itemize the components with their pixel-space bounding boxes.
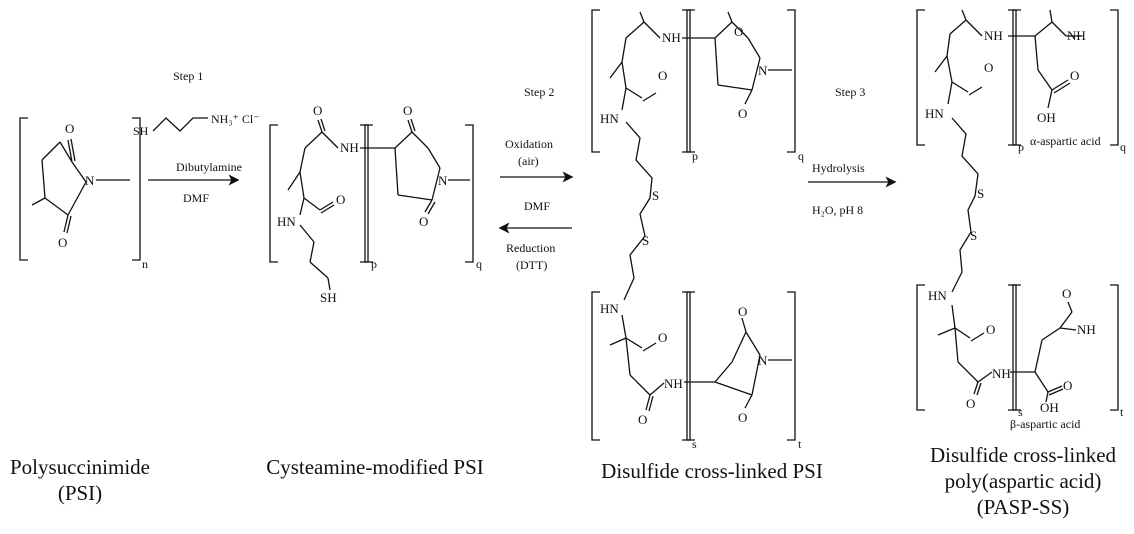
pasp-ss-structure: O NH HN O NH OH p q α-aspartic acid S S xyxy=(916,9,1126,431)
alpha-aspartic-label: α-aspartic acid xyxy=(1030,134,1101,148)
disulfide-psi-structure: O NH HN O N O p q S S xyxy=(591,9,804,451)
cys-o3: O xyxy=(403,103,412,118)
step-3: Step 3 Hydrolysis H₂O, pH 8 xyxy=(808,85,897,217)
dmf1-label: DMF xyxy=(183,191,209,205)
ss-top-o2: O xyxy=(734,24,743,39)
dtt-label: (DTT) xyxy=(516,258,547,272)
pasp-top-nh1: NH xyxy=(984,28,1003,43)
caption-pasp-2: poly(aspartic acid) xyxy=(945,469,1102,493)
ss-bot-nh: NH xyxy=(664,376,683,391)
caption-psi-1: Polysuccinimide xyxy=(10,455,150,479)
captions: Polysuccinimide (PSI) Cysteamine-modifie… xyxy=(10,443,1117,519)
psi-n: N xyxy=(85,173,95,188)
psi-o-bottom: O xyxy=(58,235,67,250)
cysteamine-psi-structure: O O NH HN SH O N O p q xyxy=(269,103,482,305)
ss-subscript-p: p xyxy=(692,149,698,163)
ss-top-nh: NH xyxy=(662,30,681,45)
pasp-subscript-t: t xyxy=(1120,405,1124,419)
pasp-s2: S xyxy=(970,228,977,243)
ss-s2: S xyxy=(642,233,649,248)
cysteamine-nh3: NH₃⁺ Cl⁻ xyxy=(211,112,260,126)
cysteamine-sh: SH xyxy=(133,124,149,138)
step-1: Step 1 SH NH₃⁺ Cl⁻ Dibutylamine DMF xyxy=(133,69,260,205)
ss-bot-hn: HN xyxy=(600,301,619,316)
ss-bot-o4: O xyxy=(738,410,747,425)
pasp-subscript-p: p xyxy=(1018,140,1024,154)
cys-o2: O xyxy=(336,192,345,207)
ss-top-n: N xyxy=(758,63,768,78)
pasp-bot-o4: O xyxy=(1063,378,1072,393)
pasp-bot-nh1: NH xyxy=(992,366,1011,381)
step2-label: Step 2 xyxy=(524,85,554,99)
pasp-top-hn: HN xyxy=(925,106,944,121)
oxidation-label: Oxidation xyxy=(505,137,553,151)
pasp-bot-o2: O xyxy=(966,396,975,411)
pasp-s1: S xyxy=(977,186,984,201)
step3-label: Step 3 xyxy=(835,85,865,99)
ss-bot-o1: O xyxy=(658,330,667,345)
psi-subscript-n: n xyxy=(142,257,148,271)
psi-o-top: O xyxy=(65,121,74,136)
caption-cysteamine-psi: Cysteamine-modified PSI xyxy=(266,455,484,479)
pasp-bot-nh2: NH xyxy=(1077,322,1096,337)
ss-bot-o3: O xyxy=(738,304,747,319)
reduction-label: Reduction xyxy=(506,241,555,255)
pasp-bot-oh: OH xyxy=(1040,400,1059,415)
bracket-right xyxy=(132,117,141,261)
pasp-subscript-s: s xyxy=(1018,405,1023,419)
ss-subscript-q: q xyxy=(798,149,804,163)
pasp-top-nh2: NH xyxy=(1067,28,1086,43)
cys-o4: O xyxy=(419,214,428,229)
pasp-bot-o3: O xyxy=(1062,286,1071,301)
ss-subscript-t: t xyxy=(798,437,802,451)
pasp-top-oh: OH xyxy=(1037,110,1056,125)
pasp-bot-hn: HN xyxy=(928,288,947,303)
cys-nh: NH xyxy=(340,140,359,155)
beta-aspartic-label: β-aspartic acid xyxy=(1010,417,1080,431)
pasp-top-o2: O xyxy=(1070,68,1079,83)
caption-pasp-1: Disulfide cross-linked xyxy=(930,443,1117,467)
cys-subscript-p: p xyxy=(371,257,377,271)
cys-subscript-q: q xyxy=(476,257,482,271)
ss-top-hn: HN xyxy=(600,111,619,126)
ss-top-o3: O xyxy=(738,106,747,121)
hydrolysis-label: Hydrolysis xyxy=(812,161,865,175)
cys-hn: HN xyxy=(277,214,296,229)
ss-bot-n: N xyxy=(758,353,768,368)
ss-top-o1: O xyxy=(658,68,667,83)
caption-disulfide-psi: Disulfide cross-linked PSI xyxy=(601,459,823,483)
pasp-bot-o1: O xyxy=(986,322,995,337)
pasp-subscript-q: q xyxy=(1120,140,1126,154)
cys-sh: SH xyxy=(320,290,337,305)
ss-subscript-s: s xyxy=(692,437,697,451)
dmf2-label: DMF xyxy=(524,199,550,213)
ss-s1: S xyxy=(652,188,659,203)
bracket-left xyxy=(19,117,28,261)
step1-label: Step 1 xyxy=(173,69,203,83)
dibutylamine-label: Dibutylamine xyxy=(176,160,242,174)
cys-o1: O xyxy=(313,103,322,118)
psi-structure: O O N n xyxy=(19,117,148,271)
step-2: Step 2 Oxidation (air) DMF Reduction (DT… xyxy=(498,85,574,272)
h2o-ph-label: H₂O, pH 8 xyxy=(812,203,863,217)
caption-pasp-3: (PASP-SS) xyxy=(977,495,1070,519)
pasp-top-o1: O xyxy=(984,60,993,75)
caption-psi-2: (PSI) xyxy=(58,481,102,505)
ss-bot-o2: O xyxy=(638,412,647,427)
air-label: (air) xyxy=(518,154,539,168)
cys-n: N xyxy=(438,173,448,188)
